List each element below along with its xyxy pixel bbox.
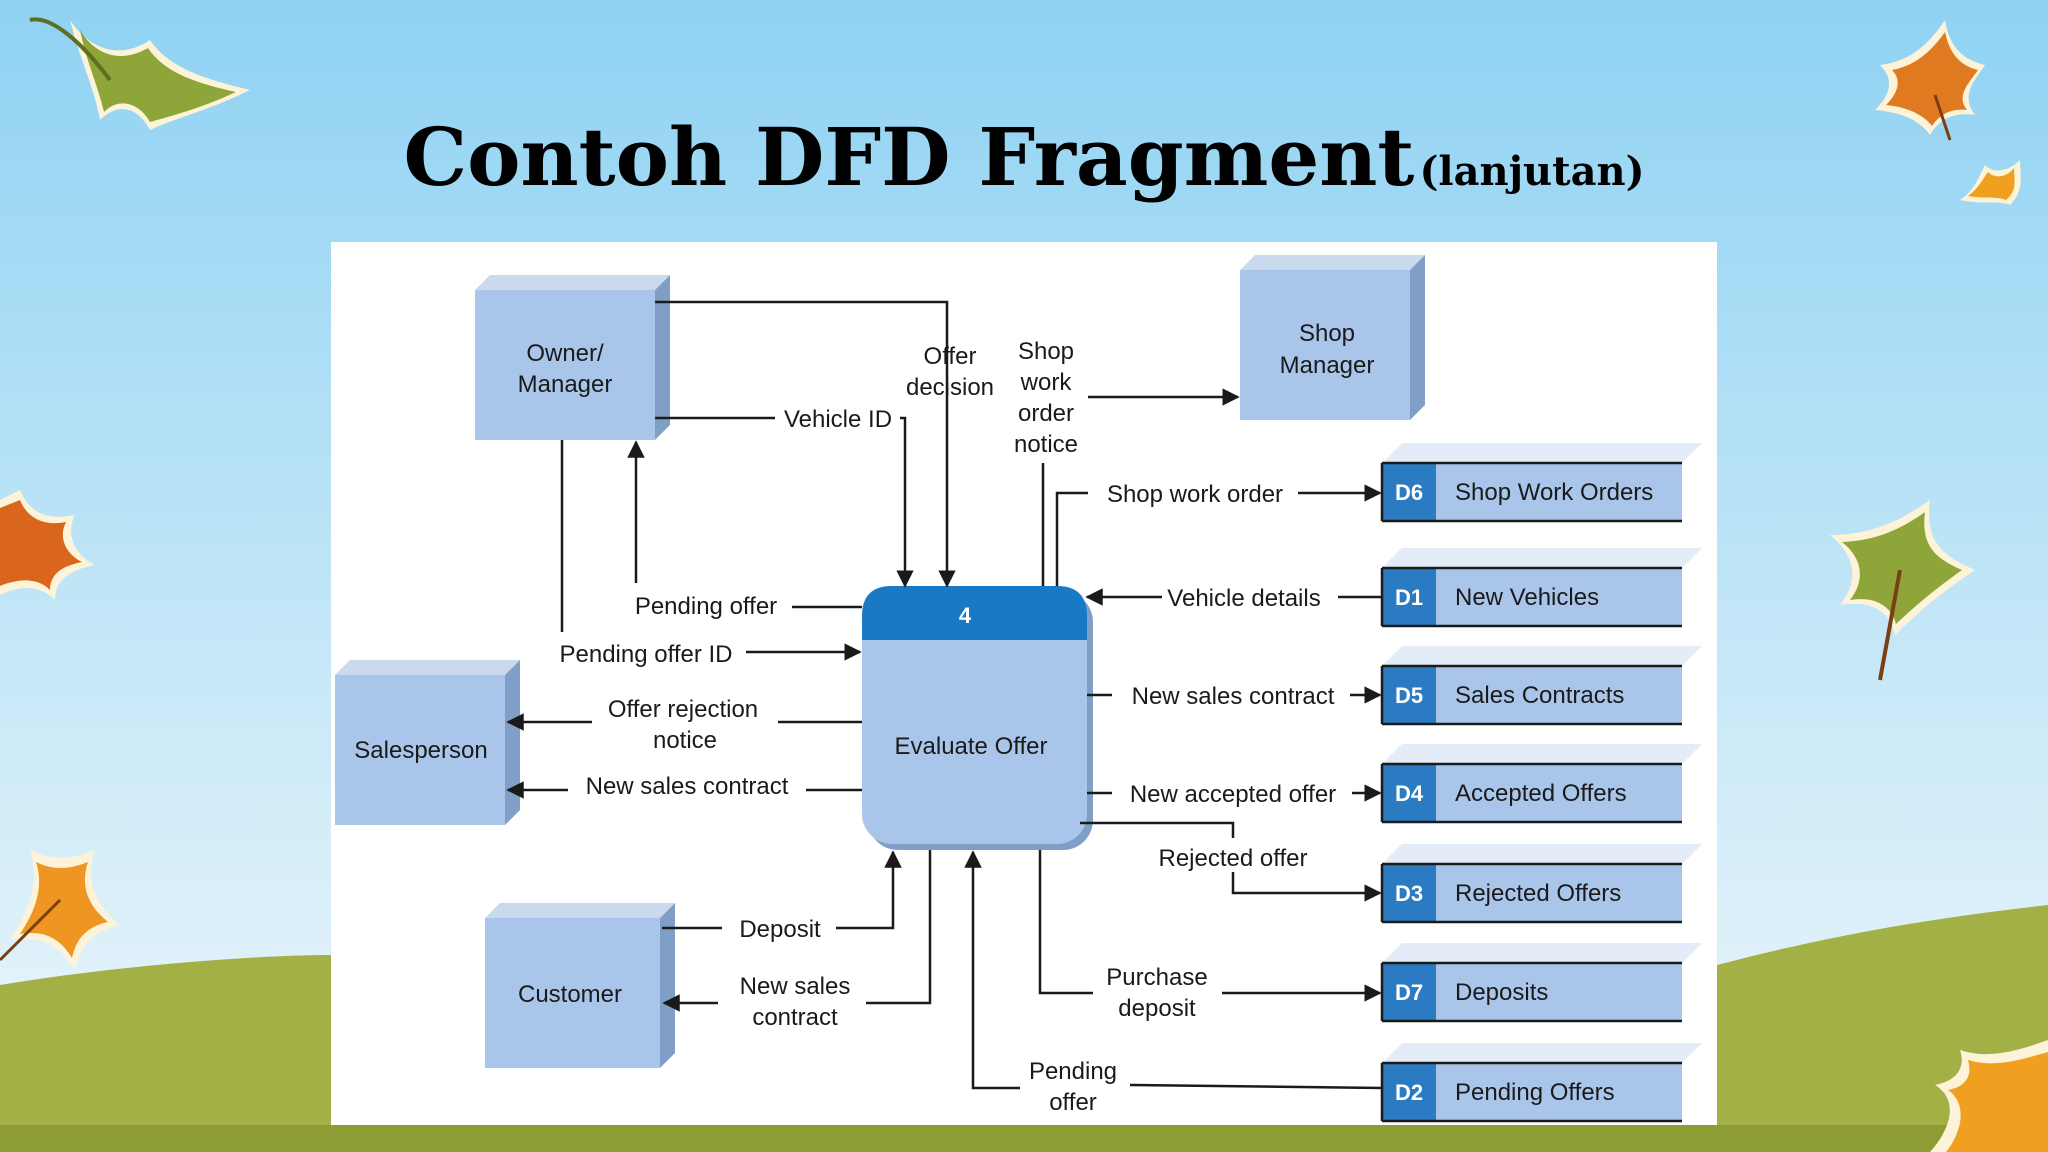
store-name: Shop Work Orders <box>1455 479 1653 506</box>
store-id: D1 <box>1395 585 1423 610</box>
flow-label: New sales contract <box>586 773 789 800</box>
entity-label: Manager <box>518 371 613 398</box>
flow-label: decision <box>906 374 994 401</box>
flow-label: notice <box>1014 431 1078 458</box>
process-name: Evaluate Offer <box>895 733 1048 760</box>
entity-label: Shop <box>1299 320 1355 347</box>
title-main: Contoh DFD Fragment <box>403 110 1415 204</box>
data-store-d1: D1 New Vehicles <box>1380 548 1702 628</box>
leaf-mid-right-icon <box>1830 500 1975 681</box>
process-number: 4 <box>959 603 972 628</box>
flow-label: offer <box>1049 1089 1097 1116</box>
entity-customer: Customer <box>485 903 675 1068</box>
flow-label: Offer rejection <box>608 696 758 723</box>
flow-offer-decision <box>655 300 956 588</box>
data-store-d5: D5 Sales Contracts <box>1380 646 1702 726</box>
store-name: Pending Offers <box>1455 1079 1615 1106</box>
entity-salesperson: Salesperson <box>335 660 520 825</box>
store-id: D7 <box>1395 980 1423 1005</box>
flow-vehicle-id <box>655 416 905 586</box>
entity-label: Owner/ <box>526 340 604 367</box>
flow-label: Offer <box>924 343 977 370</box>
store-name: Rejected Offers <box>1455 880 1621 907</box>
leaf-bottom-right-icon <box>1930 1040 2048 1152</box>
flow-label: contract <box>752 1004 838 1031</box>
leaf-top-left-icon <box>29 17 250 130</box>
flow-label: Shop <box>1018 338 1074 365</box>
entity-owner-manager: Owner/ Manager <box>475 275 670 440</box>
flow-pending-offer <box>636 442 862 609</box>
grass-hill-left <box>0 955 331 1152</box>
entity-label: Salesperson <box>354 737 487 764</box>
flow-shop-work-order <box>1055 493 1380 586</box>
data-store-d7: D7 Deposits <box>1380 943 1702 1023</box>
store-id: D5 <box>1395 683 1423 708</box>
flow-pending-offer-id <box>560 440 860 652</box>
dfd-diagram: Owner/ Manager Shop Manager Salesperson … <box>331 242 1717 1125</box>
flow-label: Pending offer <box>635 593 777 620</box>
store-id: D4 <box>1395 781 1424 806</box>
entity-label: Customer <box>518 981 622 1008</box>
store-id: D3 <box>1395 881 1423 906</box>
store-name: Sales Contracts <box>1455 682 1624 709</box>
flow-label: Purchase <box>1106 964 1207 991</box>
flow-label: Pending <box>1029 1058 1117 1085</box>
flow-label: Pending offer ID <box>559 641 732 668</box>
data-store-d3: D3 Rejected Offers <box>1380 844 1702 924</box>
flow-label: New accepted offer <box>1130 781 1336 808</box>
flow-label: Deposit <box>739 916 821 943</box>
flow-deposit <box>662 852 893 930</box>
flow-label: Vehicle ID <box>784 406 892 433</box>
flow-label: Vehicle details <box>1167 585 1320 612</box>
leaf-mid-left-icon <box>0 490 95 600</box>
store-id: D6 <box>1395 480 1423 505</box>
store-name: Accepted Offers <box>1455 780 1627 807</box>
data-store-d2: D2 Pending Offers <box>1380 1043 1702 1123</box>
flow-label: Shop work order <box>1107 481 1283 508</box>
title-subtitle: (lanjutan) <box>1419 148 1645 195</box>
flow-new-sales-contract-cust <box>664 850 932 1003</box>
entity-shop-manager: Shop Manager <box>1240 255 1425 420</box>
store-name: Deposits <box>1455 979 1548 1006</box>
flow-label: New sales contract <box>1132 683 1335 710</box>
store-id: D2 <box>1395 1080 1423 1105</box>
data-store-d6: D6 Shop Work Orders <box>1380 443 1702 523</box>
flow-label: Rejected offer <box>1159 845 1308 872</box>
data-store-d4: D4 Accepted Offers <box>1380 744 1702 824</box>
entity-label: Manager <box>1280 352 1375 379</box>
store-name: New Vehicles <box>1455 584 1599 611</box>
flow-rejected-offer <box>1080 821 1380 893</box>
flow-purchase-deposit <box>1038 850 1380 993</box>
flow-label: order <box>1018 400 1074 427</box>
process-4: 4 Evaluate Offer <box>862 586 1093 850</box>
slide-title: Contoh DFD Fragment (lanjutan) <box>0 110 2048 204</box>
flow-label: deposit <box>1118 995 1196 1022</box>
flow-label: work <box>1020 369 1073 396</box>
leaf-small-right-icon <box>1960 160 2021 205</box>
flow-label: New sales <box>740 973 851 1000</box>
leaf-top-right-icon <box>1875 20 1985 141</box>
leaf-bottom-left-icon <box>0 850 120 970</box>
flow-pending-offer-store <box>973 852 1383 1090</box>
flow-label: notice <box>653 727 717 754</box>
